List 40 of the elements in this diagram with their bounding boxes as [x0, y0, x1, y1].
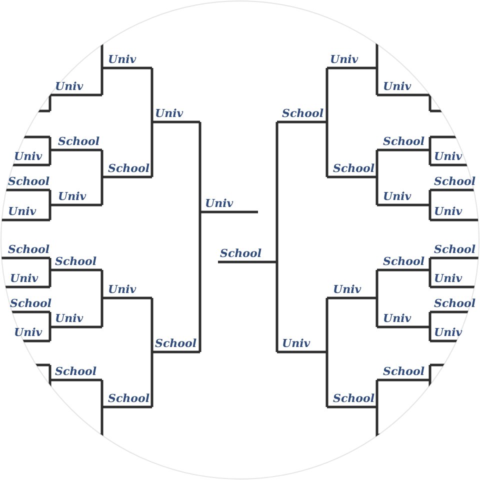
team-name: School	[55, 255, 96, 268]
team-name: Univ	[333, 283, 362, 296]
team-name: School	[434, 243, 476, 256]
team-name: School	[434, 297, 476, 310]
team-name: Univ	[383, 312, 412, 325]
team-name: Univ	[205, 197, 234, 210]
team-name: Univ	[108, 283, 136, 296]
team-name: Univ	[155, 107, 184, 120]
team-name: School	[155, 337, 196, 350]
team-name: Univ	[383, 80, 412, 93]
team-name: School	[383, 365, 424, 378]
team-name: Univ	[58, 190, 86, 203]
team-name: School	[383, 255, 424, 268]
team-name: School	[383, 135, 424, 148]
team-name: School	[58, 135, 100, 148]
team-name: School	[220, 247, 262, 260]
team-name: Univ	[55, 80, 84, 93]
team-name: Univ	[10, 272, 38, 285]
team-name: School	[108, 392, 150, 405]
team-name: School	[10, 297, 52, 310]
team-name: School	[333, 162, 374, 175]
team-name: Univ	[383, 190, 412, 203]
team-name: Univ	[282, 337, 310, 350]
team-name: Univ	[55, 312, 84, 325]
team-name: School	[108, 162, 150, 175]
team-name: Univ	[434, 205, 462, 218]
team-name: Univ	[8, 205, 36, 218]
team-name: School	[434, 175, 476, 188]
team-name: Univ	[434, 272, 462, 285]
team-name: Univ	[108, 53, 136, 66]
team-name: School	[55, 365, 96, 378]
team-name: Univ	[330, 53, 358, 66]
team-name: Univ	[434, 150, 462, 163]
team-name: Univ	[14, 150, 42, 163]
team-name: School	[282, 107, 324, 120]
team-name: School	[8, 175, 50, 188]
team-name: School	[333, 392, 374, 405]
team-name: School	[8, 243, 50, 256]
team-name: Univ	[14, 326, 42, 339]
team-name: Univ	[434, 326, 462, 339]
